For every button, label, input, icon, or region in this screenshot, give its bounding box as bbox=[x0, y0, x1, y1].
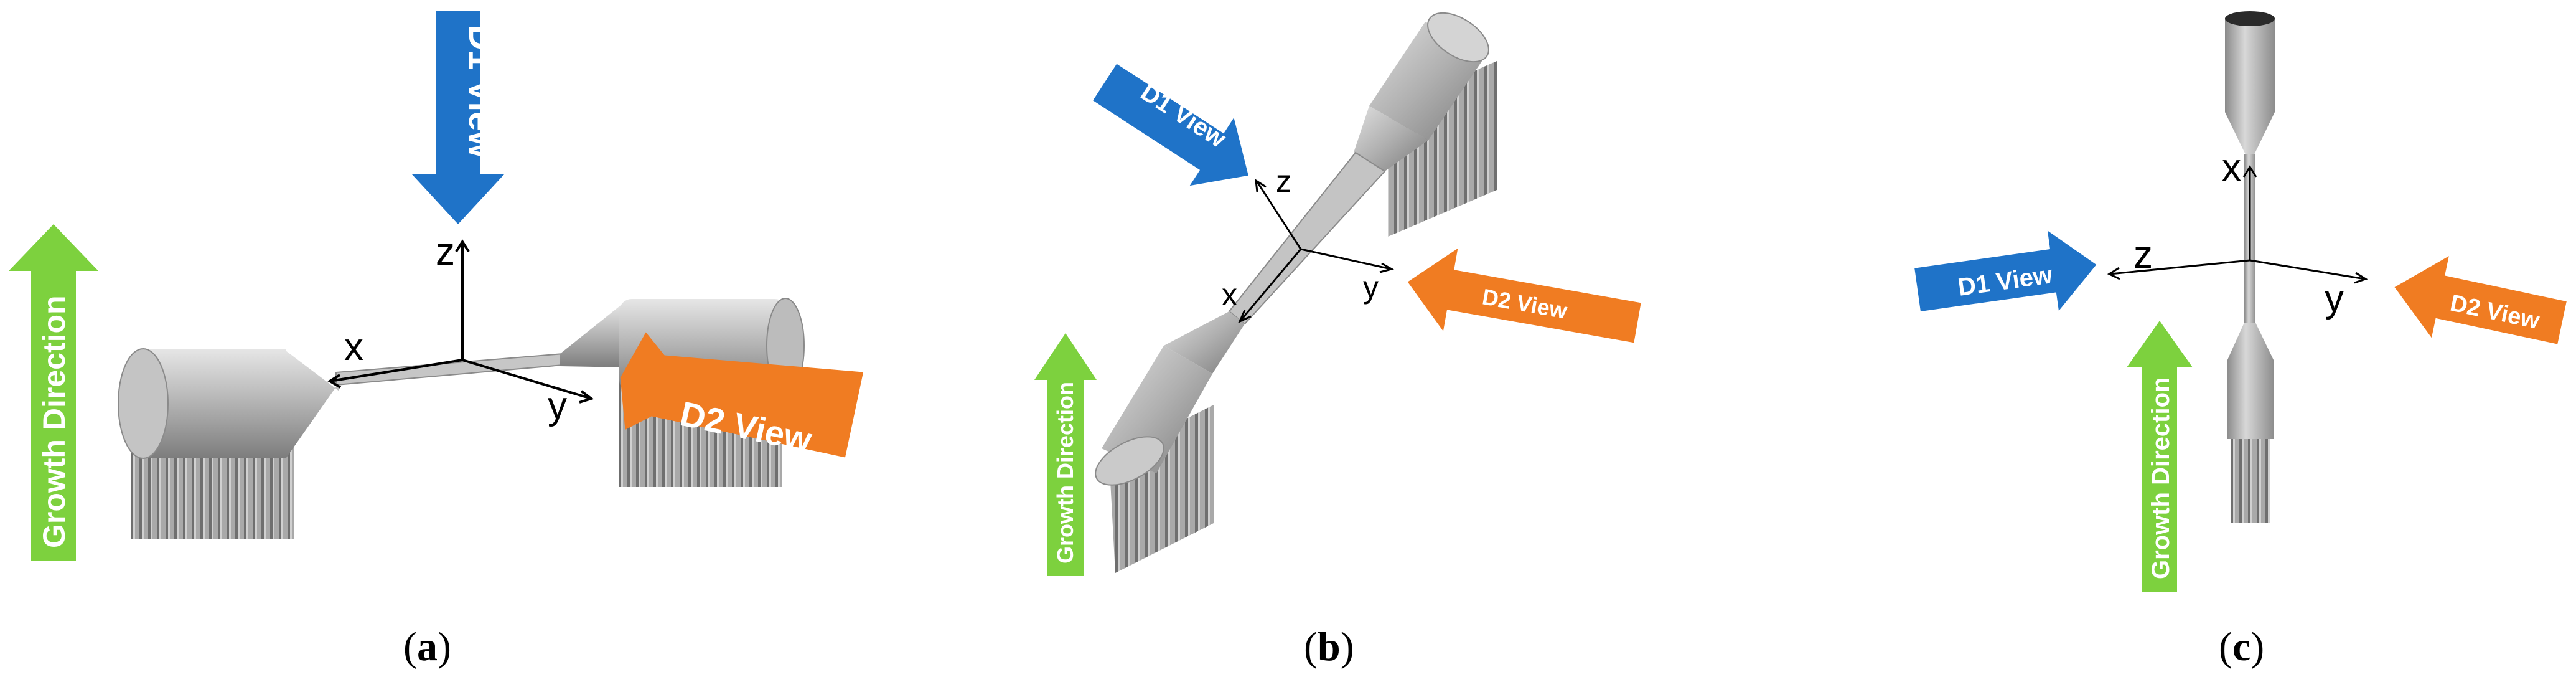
taper-upper bbox=[2225, 112, 2275, 154]
d1-arrow-shape bbox=[1914, 230, 2097, 311]
axis-label-z: z bbox=[1276, 164, 1291, 199]
coordinate-axes-a bbox=[327, 239, 594, 404]
axis-label-x: x bbox=[344, 326, 363, 369]
growth-direction-arrow-b: Growth Direction bbox=[1034, 333, 1097, 576]
d1-view-arrow-b bbox=[1093, 64, 1248, 186]
panel-caption-c: (c) bbox=[2219, 624, 2264, 670]
growth-direction-arrow-c: Growth Direction bbox=[2127, 321, 2193, 592]
axis-label-x: x bbox=[2222, 146, 2241, 189]
growth-arrow-shape bbox=[2127, 321, 2193, 592]
d2-view-arrow-c bbox=[2394, 256, 2567, 344]
growth-arrow-shape bbox=[1034, 333, 1097, 576]
axis-label-z: z bbox=[436, 230, 455, 273]
growth-direction-arrow-a: Growth Direction bbox=[9, 224, 98, 561]
d1-view-arrow-a: D1 View bbox=[412, 11, 504, 224]
d1-arrow-shape bbox=[412, 11, 504, 224]
grip-upper bbox=[2225, 19, 2275, 112]
specimen-b bbox=[1095, 12, 1497, 573]
grip-lower bbox=[2227, 361, 2274, 439]
taper-lower bbox=[2227, 323, 2274, 361]
grip-upper-end bbox=[2225, 11, 2275, 26]
panel-caption-b: (b) bbox=[1304, 624, 1354, 670]
taper-left bbox=[283, 349, 339, 458]
d1-view-label: D1 View bbox=[462, 25, 501, 158]
d2-view-arrow-a bbox=[620, 332, 864, 458]
panel-caption-a: (a) bbox=[403, 624, 451, 670]
grip-lower-end bbox=[1095, 436, 1164, 486]
panel-b: Growth Direction D1 View bbox=[1034, 12, 1641, 670]
grip-left-end bbox=[118, 348, 169, 459]
grip-upper-end bbox=[1427, 12, 1489, 63]
axis-label-y: y bbox=[1363, 270, 1379, 305]
axis-label-x: x bbox=[1222, 277, 1237, 312]
d1-arrow-shape bbox=[1093, 64, 1248, 186]
taper-lower bbox=[1164, 311, 1245, 374]
growth-direction-label: Growth Direction bbox=[37, 295, 72, 548]
d2-view-arrow-b bbox=[1407, 248, 1641, 343]
d2-arrow-shape bbox=[620, 332, 864, 458]
support-fins-c bbox=[2231, 439, 2270, 523]
gauge-section-b bbox=[1228, 151, 1386, 325]
axis-label-y: y bbox=[2325, 277, 2344, 320]
axis-label-y: y bbox=[548, 384, 567, 427]
coordinate-axes-c bbox=[2107, 165, 2368, 284]
d2-arrow-shape bbox=[2394, 256, 2567, 344]
coordinate-axes-b bbox=[1238, 179, 1394, 323]
d1-view-arrow-c bbox=[1914, 230, 2097, 311]
axis-label-z: z bbox=[2133, 234, 2153, 277]
growth-arrow-shape bbox=[9, 224, 98, 561]
taper-upper bbox=[1354, 106, 1428, 171]
panel-c: Growth Direction D1 View D2 View x z y (… bbox=[1914, 11, 2567, 670]
specimen-c bbox=[2225, 11, 2275, 523]
panel-a: Growth Direction D1 View D2 View bbox=[9, 11, 864, 670]
taper-right bbox=[560, 304, 629, 367]
growth-direction-label: Growth Direction bbox=[1052, 382, 1078, 564]
d2-arrow-shape bbox=[1407, 248, 1641, 343]
growth-direction-label: Growth Direction bbox=[2147, 377, 2175, 579]
